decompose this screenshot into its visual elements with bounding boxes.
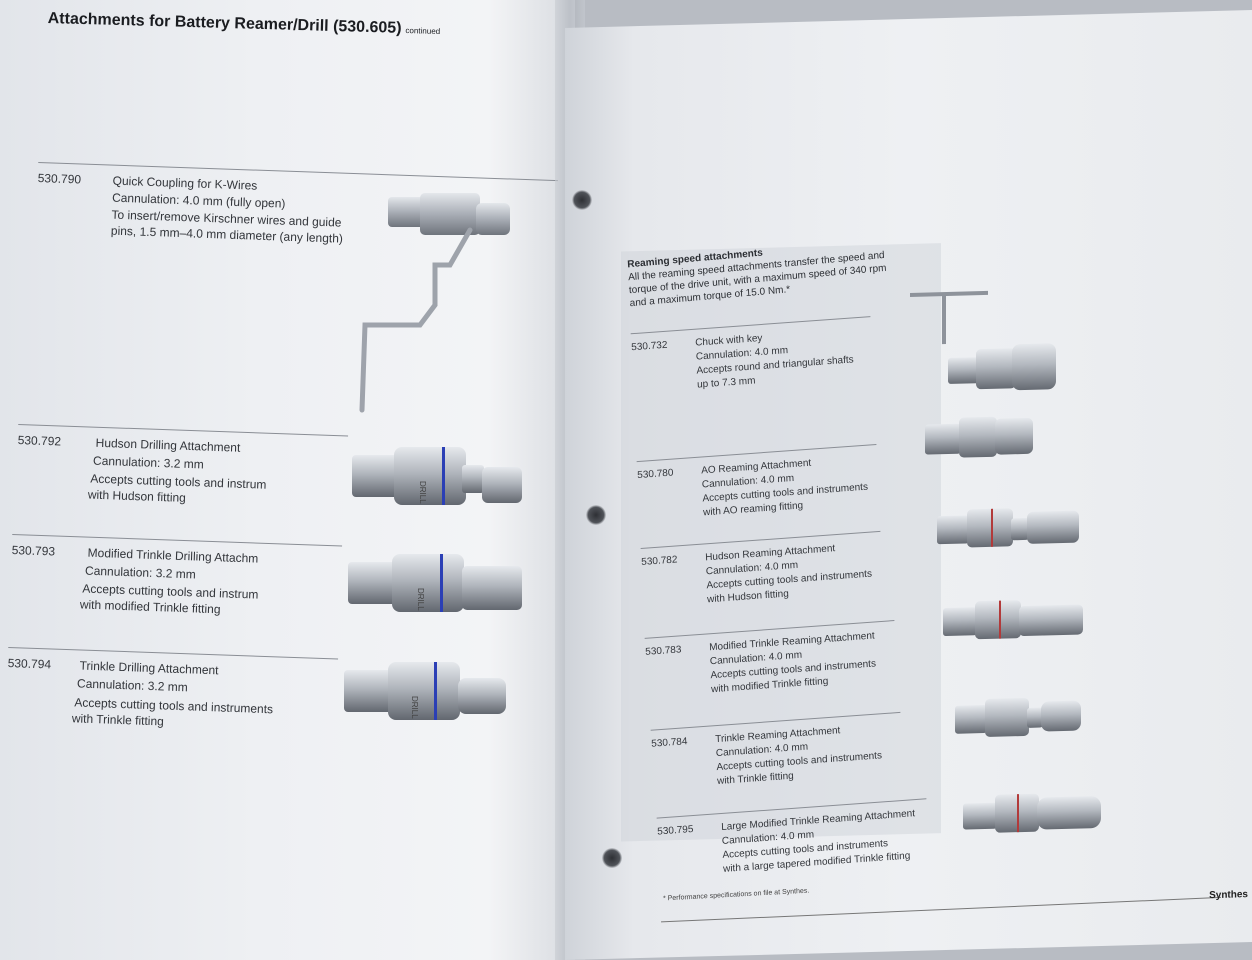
product-name: Trinkle Drilling Attachment	[79, 658, 219, 678]
drill-label: DRILL	[410, 696, 419, 719]
entry-530-792: 530.792 Hudson Drilling Attachment Cannu…	[17, 424, 349, 505]
catalog-number: 530.794	[7, 655, 52, 672]
catalog-number: 530.784	[651, 736, 688, 750]
title-text: Attachments for Battery Reamer/Drill (53…	[47, 10, 402, 37]
product-cannulation: Cannulation: 3.2 mm	[92, 453, 204, 472]
brand-logo-text: Synthes	[1209, 889, 1248, 902]
left-page: Attachments for Battery Reamer/Drill (53…	[0, 0, 575, 960]
binder-hole	[586, 505, 606, 525]
quick-coupling-device-image	[359, 193, 510, 413]
catalog-number: 530.793	[11, 542, 56, 559]
continued-label: continued	[405, 25, 441, 36]
ao-reaming-attachment-image	[925, 416, 1033, 458]
product-description: with Trinkle fitting	[71, 711, 165, 729]
hudson-drill-attachment-image: DRILL	[352, 447, 522, 505]
entry-530-794: 530.794 Trinkle Drilling Attachment Cann…	[7, 647, 339, 728]
entry-530-793: 530.793 Modified Trinkle Drilling Attach…	[11, 534, 343, 616]
drill-label: DRILL	[416, 588, 425, 611]
entry-divider	[12, 534, 343, 547]
catalog-number: 530.795	[657, 824, 694, 838]
product-description: with Hudson fitting	[87, 487, 187, 505]
product-cannulation: Cannulation: 3.2 mm	[84, 563, 196, 582]
trinkle-drill-attachment-image: DRILL	[344, 662, 506, 720]
product-cannulation: Cannulation: 3.2 mm	[76, 676, 188, 695]
hudson-reaming-attachment-image	[937, 508, 1079, 548]
catalog-number: 530.792	[17, 432, 62, 449]
entry-divider	[8, 647, 339, 660]
chuck-with-key-image	[910, 290, 1056, 391]
trinkle-reaming-attachment-image	[955, 697, 1081, 737]
binder-hole	[572, 190, 592, 210]
right-page: Reaming speed attachments All the reamin…	[565, 10, 1252, 960]
page-title: Attachments for Battery Reamer/Drill (53…	[47, 10, 441, 39]
catalog-number: 530.732	[631, 339, 668, 354]
footnote: * Performance specifications on file at …	[662, 887, 810, 903]
modified-trinkle-drill-attachment-image: DRILL	[348, 554, 522, 612]
catalog-number: 530.790	[37, 170, 82, 187]
bottom-divider	[661, 896, 1221, 923]
catalog-number: 530.782	[641, 554, 678, 568]
drill-label: DRILL	[418, 481, 427, 504]
modified-trinkle-reaming-attachment-image	[943, 600, 1083, 640]
catalog-number: 530.783	[645, 644, 682, 658]
large-modified-trinkle-reaming-attachment-image	[963, 793, 1101, 833]
binder-hole	[602, 848, 622, 868]
entry-divider	[18, 424, 349, 437]
catalog-number: 530.780	[637, 467, 674, 482]
